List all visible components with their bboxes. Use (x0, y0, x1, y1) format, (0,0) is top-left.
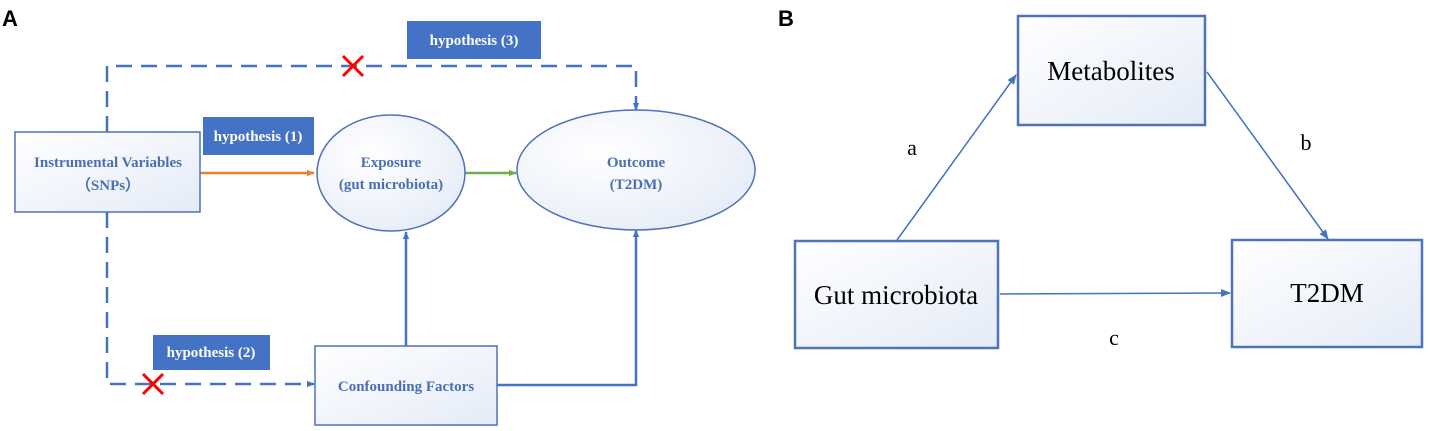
confounding-factors-label: Confounding Factors (338, 379, 474, 395)
snps-label: （SNPs） (76, 176, 140, 194)
edge-c-label: c (1109, 325, 1119, 350)
red-cross-icon (341, 54, 365, 78)
gut-to-metabolites-arrow (896, 74, 1017, 241)
panel-a-label: A (2, 6, 18, 31)
gut-microbiota-label: Gut microbiota (814, 280, 978, 310)
hypothesis-2-label: hypothesis (2) (167, 345, 256, 361)
t2dm-box: T2DM (1230, 238, 1424, 349)
metabolites-to-t2dm-arrow (1206, 71, 1329, 240)
panel-b-label: B (778, 6, 794, 31)
hypothesis-3-label: hypothesis (3) (430, 33, 519, 49)
exposure-ellipse: Exposure (gut microbiota) (316, 114, 466, 232)
hypothesis-1-label: hypothesis (1) (214, 129, 303, 145)
red-cross-icon (141, 372, 165, 396)
gut-to-t2dm-arrow (999, 289, 1231, 298)
hypothesis-3-badge: hypothesis (3) (407, 21, 541, 59)
outcome-ellipse: Outcome (T2DM) (516, 109, 756, 231)
instrumental-variables-label: Instrumental Variables (34, 155, 182, 171)
metabolites-box: Metabolites (1016, 14, 1207, 127)
hypothesis-1-badge: hypothesis (1) (203, 117, 314, 155)
instrumental-variables-box: Instrumental Variables （SNPs） (14, 131, 201, 213)
hypothesis-2-badge: hypothesis (2) (153, 335, 270, 370)
confounding-factors-box: Confounding Factors (314, 345, 498, 426)
hypothesis-2-dashed-arrow (105, 212, 315, 388)
hypothesis-3-dashed-arrow (105, 64, 640, 132)
exposure-label: Exposure (361, 155, 422, 171)
outcome-label: Outcome (607, 155, 666, 171)
t2dm-label: T2DM (1290, 278, 1364, 308)
gut-microbiota-box: Gut microbiota (793, 239, 1000, 350)
gut-microbiota-label: (gut microbiota) (339, 177, 443, 193)
confounding-to-outcome-arrow (497, 229, 640, 387)
t2dm-label: (T2DM) (610, 177, 663, 193)
metabolites-label: Metabolites (1047, 56, 1174, 86)
edge-b-label: b (1301, 130, 1312, 155)
edge-a-label: a (907, 135, 917, 160)
